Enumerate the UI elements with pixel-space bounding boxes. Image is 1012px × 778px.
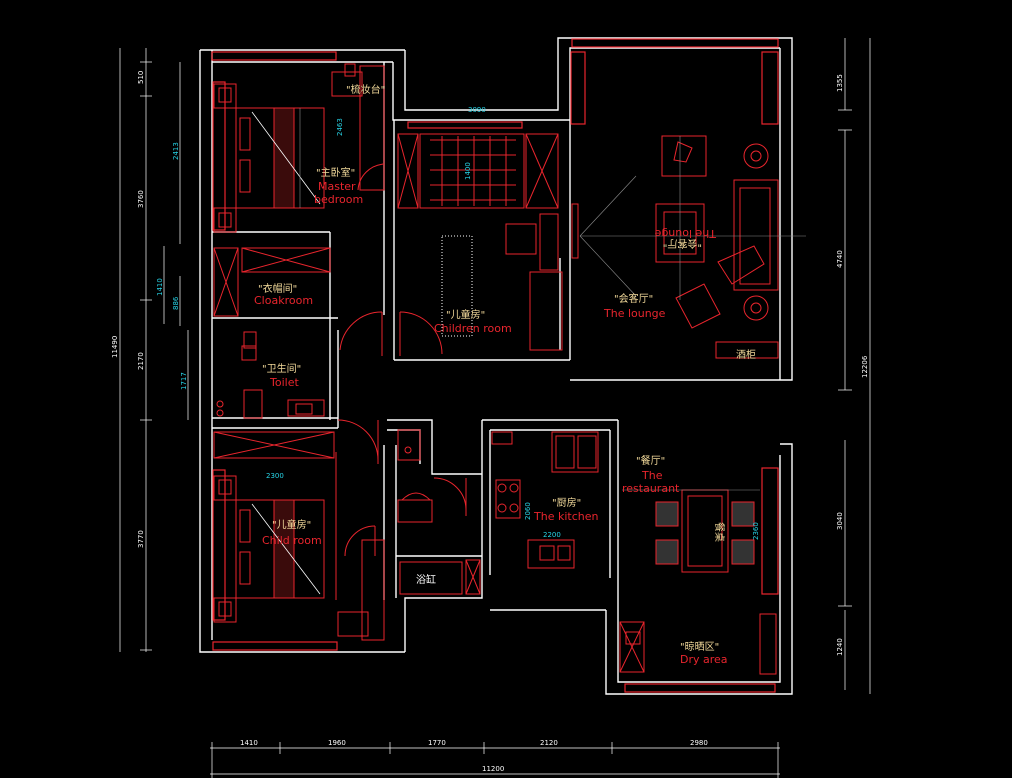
label-kitchen-cn: "厨房" — [552, 496, 581, 509]
dim-bottom-4: 2120 — [540, 739, 558, 747]
label-lounge-mirror: The lounge — [654, 227, 717, 240]
label-dresser: "梳妆台" — [346, 83, 385, 96]
dim-dining: 2360 — [752, 522, 760, 540]
parquet-pattern — [430, 136, 516, 206]
dimension-labels: 1410 1960 1770 2120 2980 11200 11490 510… — [111, 71, 869, 773]
label-dining-table: 餐桌 — [713, 522, 726, 542]
label-dry-cn: "晾晒区" — [680, 640, 719, 653]
lounge — [571, 135, 806, 359]
label-childbottom-en: Child room — [262, 534, 322, 547]
doors — [337, 163, 467, 557]
dim-child-top: 3090 — [468, 106, 486, 114]
label-childtop-en: Children room — [434, 322, 512, 335]
dim-inner-1: 2413 — [172, 142, 180, 160]
label-lounge-cn: "会客厅" — [614, 292, 653, 305]
windows — [211, 38, 779, 693]
children-room-top — [397, 133, 563, 351]
dim-left-4: 3770 — [137, 530, 145, 548]
label-lounge-en: The lounge — [603, 307, 666, 320]
label-childtop-cn: "儿童房" — [446, 308, 485, 321]
label-restaurant-cn: "餐厅" — [636, 454, 665, 467]
dim-right-4: 1240 — [836, 638, 844, 656]
dim-kitchen-h: 2060 — [524, 502, 532, 520]
dim-right-2: 4740 — [836, 250, 844, 268]
kitchen — [491, 431, 599, 569]
dim-kitchen-w: 2200 — [543, 531, 561, 539]
outer-walls — [199, 37, 793, 695]
dim-left-3: 2170 — [137, 352, 145, 370]
label-cabinet: 酒柜 — [736, 348, 756, 361]
dim-bottom-3: 1770 — [428, 739, 446, 747]
dim-right-1: 1355 — [836, 74, 844, 92]
label-kitchen-en: The kitchen — [533, 510, 598, 523]
label-lounge-mirror-cn: "会客厅" — [663, 237, 702, 250]
dim-left-1: 510 — [137, 71, 145, 84]
dim-closet: 2463 — [336, 118, 344, 136]
dim-left-total: 11490 — [111, 336, 119, 358]
room-labels: "主卧室" Master bedroom "梳妆台" "衣帽间" Cloakro… — [254, 83, 756, 666]
label-cloak-en: Cloakroom — [254, 294, 313, 307]
child-room-bottom — [213, 431, 385, 641]
dim-inner-4: 1717 — [180, 372, 188, 390]
label-master-en1: Master — [318, 180, 356, 193]
dim-bottom-1: 1410 — [240, 739, 258, 747]
label-restaurant-en1: The — [641, 469, 663, 482]
dim-cloak: 2300 — [266, 472, 284, 480]
bathroom-lower — [397, 429, 481, 595]
dim-bottom-2: 1960 — [328, 739, 346, 747]
master-bedroom — [213, 63, 385, 233]
label-toilet-en: Toilet — [269, 376, 299, 389]
restaurant — [622, 489, 760, 573]
dim-right-total: 12206 — [861, 355, 869, 378]
label-childbottom-cn: "儿童房" — [272, 518, 311, 531]
label-master-en2: bedroom — [314, 193, 363, 206]
dry-area — [619, 613, 777, 675]
dim-left-2: 3760 — [137, 190, 145, 208]
label-restaurant-en2: restaurant — [622, 482, 680, 495]
label-cloak-cn: "衣帽间" — [258, 282, 297, 295]
label-bath: 浴缸 — [416, 573, 436, 586]
dimension-lines — [119, 38, 871, 778]
dim-inner-3: 886 — [172, 296, 180, 310]
dim-inner-2: 1410 — [156, 278, 164, 296]
label-toilet-cn: "卫生间" — [262, 362, 301, 375]
dim-bottom-total: 11200 — [482, 765, 504, 773]
cloakroom — [213, 247, 331, 317]
label-dry-en: Dry area — [680, 653, 728, 666]
dim-sofa-h: 1400 — [464, 162, 472, 180]
dim-bottom-5: 2980 — [690, 739, 708, 747]
label-master-cn: "主卧室" — [316, 166, 355, 179]
toilet — [216, 331, 325, 419]
dim-right-3: 3040 — [836, 512, 844, 530]
